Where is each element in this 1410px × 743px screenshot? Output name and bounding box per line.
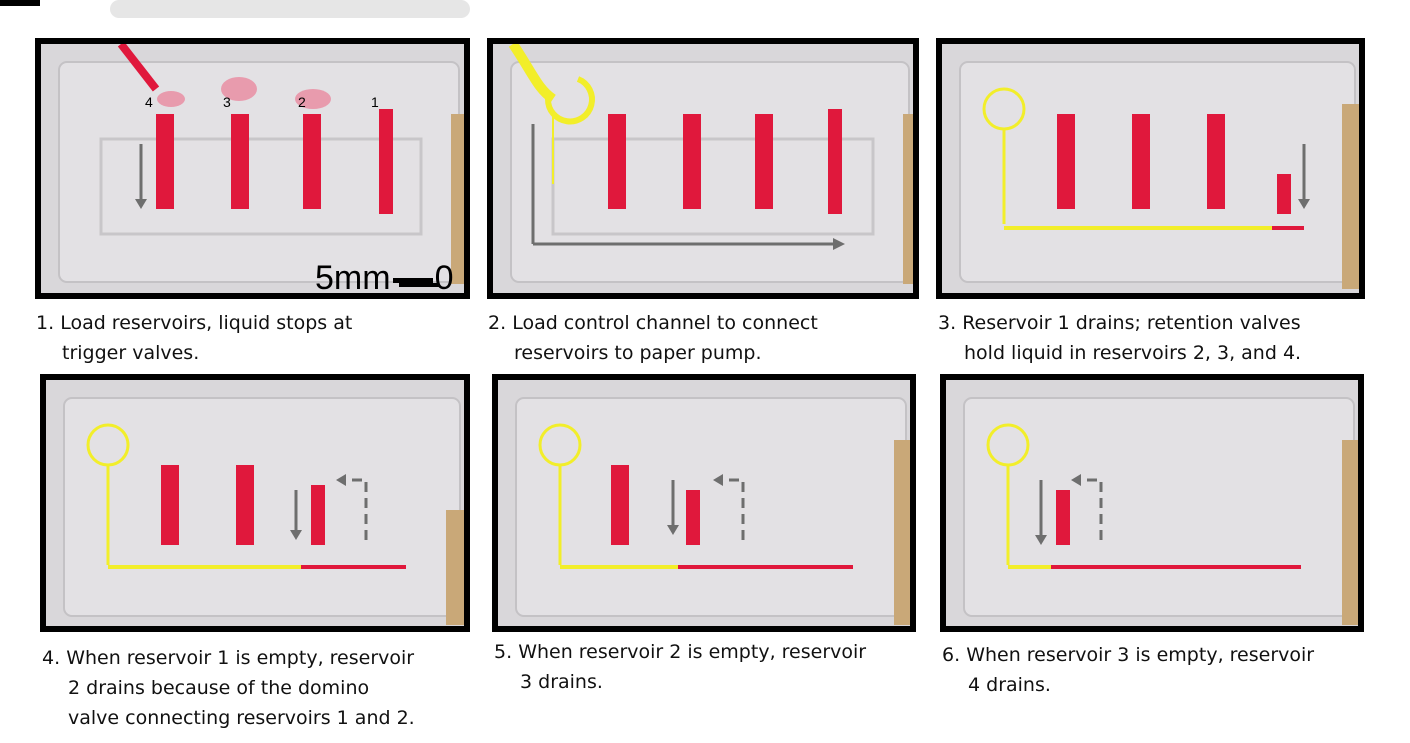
reservoir-label-1: 1 <box>371 94 379 110</box>
panel-2-image <box>487 38 919 299</box>
caption-step-6: 6. When reservoir 3 is empty, reservoir … <box>942 644 1315 696</box>
caption-step-3: 3. Reservoir 1 drains; retention valves … <box>938 312 1302 364</box>
panel-6-image <box>940 374 1364 632</box>
panel-3-image <box>936 38 1365 299</box>
caption-step-1: 1. Load reservoirs, liquid stops at trig… <box>36 312 353 364</box>
cropped-header-fragment <box>0 0 480 22</box>
caption-step-2: 2. Load control channel to connect reser… <box>488 312 818 364</box>
reservoir-label-4: 4 <box>145 94 153 110</box>
reservoir-label-3: 3 <box>223 94 231 110</box>
panel-5-image <box>492 374 916 632</box>
caption-step-5: 5. When reservoir 2 is empty, reservoir … <box>494 641 867 693</box>
reservoir-label-2: 2 <box>298 94 306 110</box>
panel-4-image <box>40 374 470 632</box>
caption-step-4: 4. When reservoir 1 is empty, reservoir … <box>42 647 415 729</box>
